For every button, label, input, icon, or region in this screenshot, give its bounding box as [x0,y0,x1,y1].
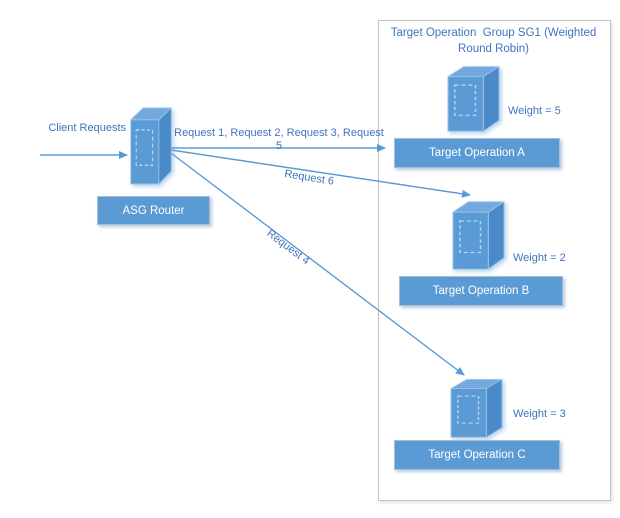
asg-router-label-box: ASG Router [97,196,210,225]
target-b-server-icon [452,201,505,270]
target-c-weight-label: Weight = 3 [513,408,566,420]
asg-router-server-icon [130,107,172,185]
target-group-title-line2: Round Robin) [458,43,529,56]
target-group-title-line1: Target Operation Group SG1 (Weighted [390,27,597,39]
target-c-server-icon [450,379,503,438]
target-c-label: Target Operation C [428,449,526,461]
target-b-label-box: Target Operation B [399,276,563,306]
target-b-label: Target Operation B [432,285,530,297]
edge-label-request-4: Request 4 [264,227,312,268]
asg-router-label: ASG Router [122,204,185,217]
edge-label-requests-1-2-3-5: Request 1, Request 2, Request 3, Request… [174,127,384,153]
target-a-label-box: Target Operation A [394,138,560,168]
target-b-weight-label: Weight = 2 [513,252,566,264]
edge-label-request-6: Request 6 [283,168,335,188]
target-a-server-icon [447,66,500,132]
target-a-weight-label: Weight = 5 [508,105,561,117]
target-group-title: Target Operation Group SG1 (Weighted Rou… [383,25,604,57]
client-requests-label: Client Requests [48,122,126,134]
target-c-label-box: Target Operation C [394,440,560,470]
target-a-label: Target Operation A [429,147,525,159]
